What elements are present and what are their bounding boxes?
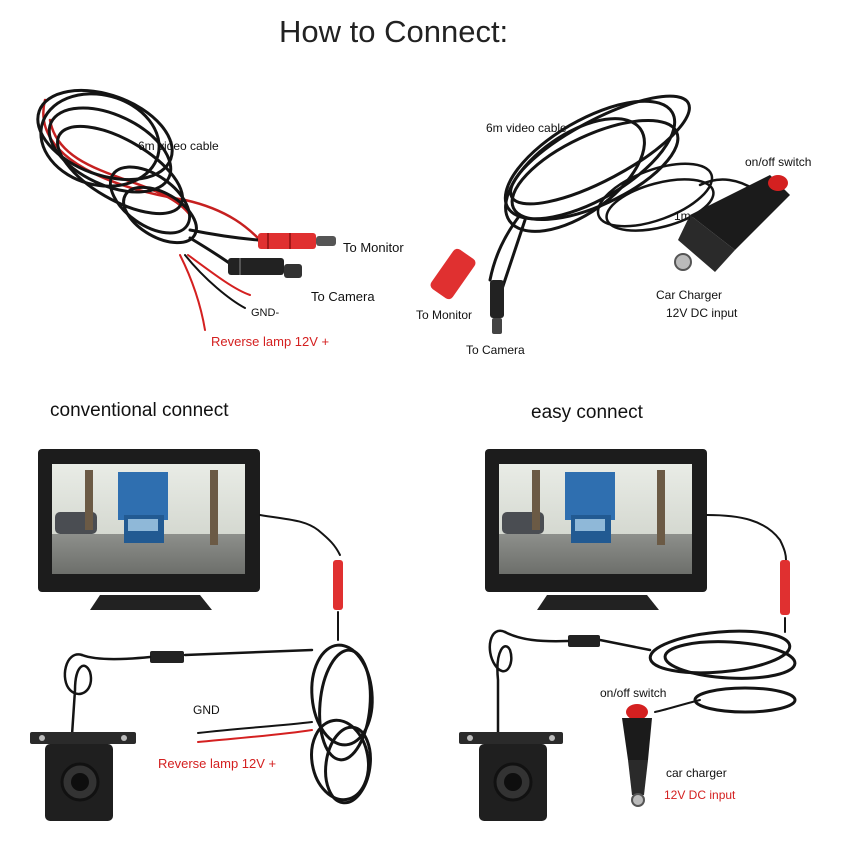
charger-label-top: Car Charger [656,288,723,302]
gnd-label-bottom: GND [193,703,220,717]
camera-left [30,732,136,821]
length-label: 1m [674,209,691,223]
conventional-heading: conventional connect [50,400,229,421]
dc-input-label-top: 12V DC input [666,306,738,320]
reverse-lamp-label-bottom: Reverse lamp 12V + [158,756,277,771]
to-monitor-label-left: To Monitor [343,240,404,255]
easy-heading: easy connect [531,402,643,423]
page-title: How to Connect: [279,14,509,49]
wiring-right [488,514,797,737]
video-cable-loops-left [36,88,262,267]
monitor-connector-red [258,233,336,249]
video-cable-loops-right [488,94,691,297]
camera-right [459,732,563,821]
gnd-label-top: GND- [251,307,280,319]
to-camera-label-right: To Camera [466,343,525,357]
camera-connector-black [228,258,302,278]
red-black-wire-pair [179,254,251,331]
cable-label-right: 6m video cable [486,121,567,135]
reverse-lamp-label-top: Reverse lamp 12V + [211,334,330,349]
car-charger-bottom [622,704,652,807]
dc-input-label-bottom: 12V DC input [664,788,736,802]
charger-label-bottom: car charger [666,766,727,780]
to-camera-label-left: To Camera [311,289,375,304]
cable-label-left: 6m video cable [138,139,219,153]
switch-label-top: on/off switch [745,155,812,169]
switch-label-bottom: on/off switch [600,686,667,700]
monitor-connector-red-right [430,248,476,300]
to-monitor-label-right: To Monitor [416,308,473,322]
monitor-right [485,449,707,610]
car-charger-top [674,175,790,272]
camera-connector-black-right [490,280,504,334]
wiring-left [63,514,374,805]
monitor-left [38,449,260,610]
